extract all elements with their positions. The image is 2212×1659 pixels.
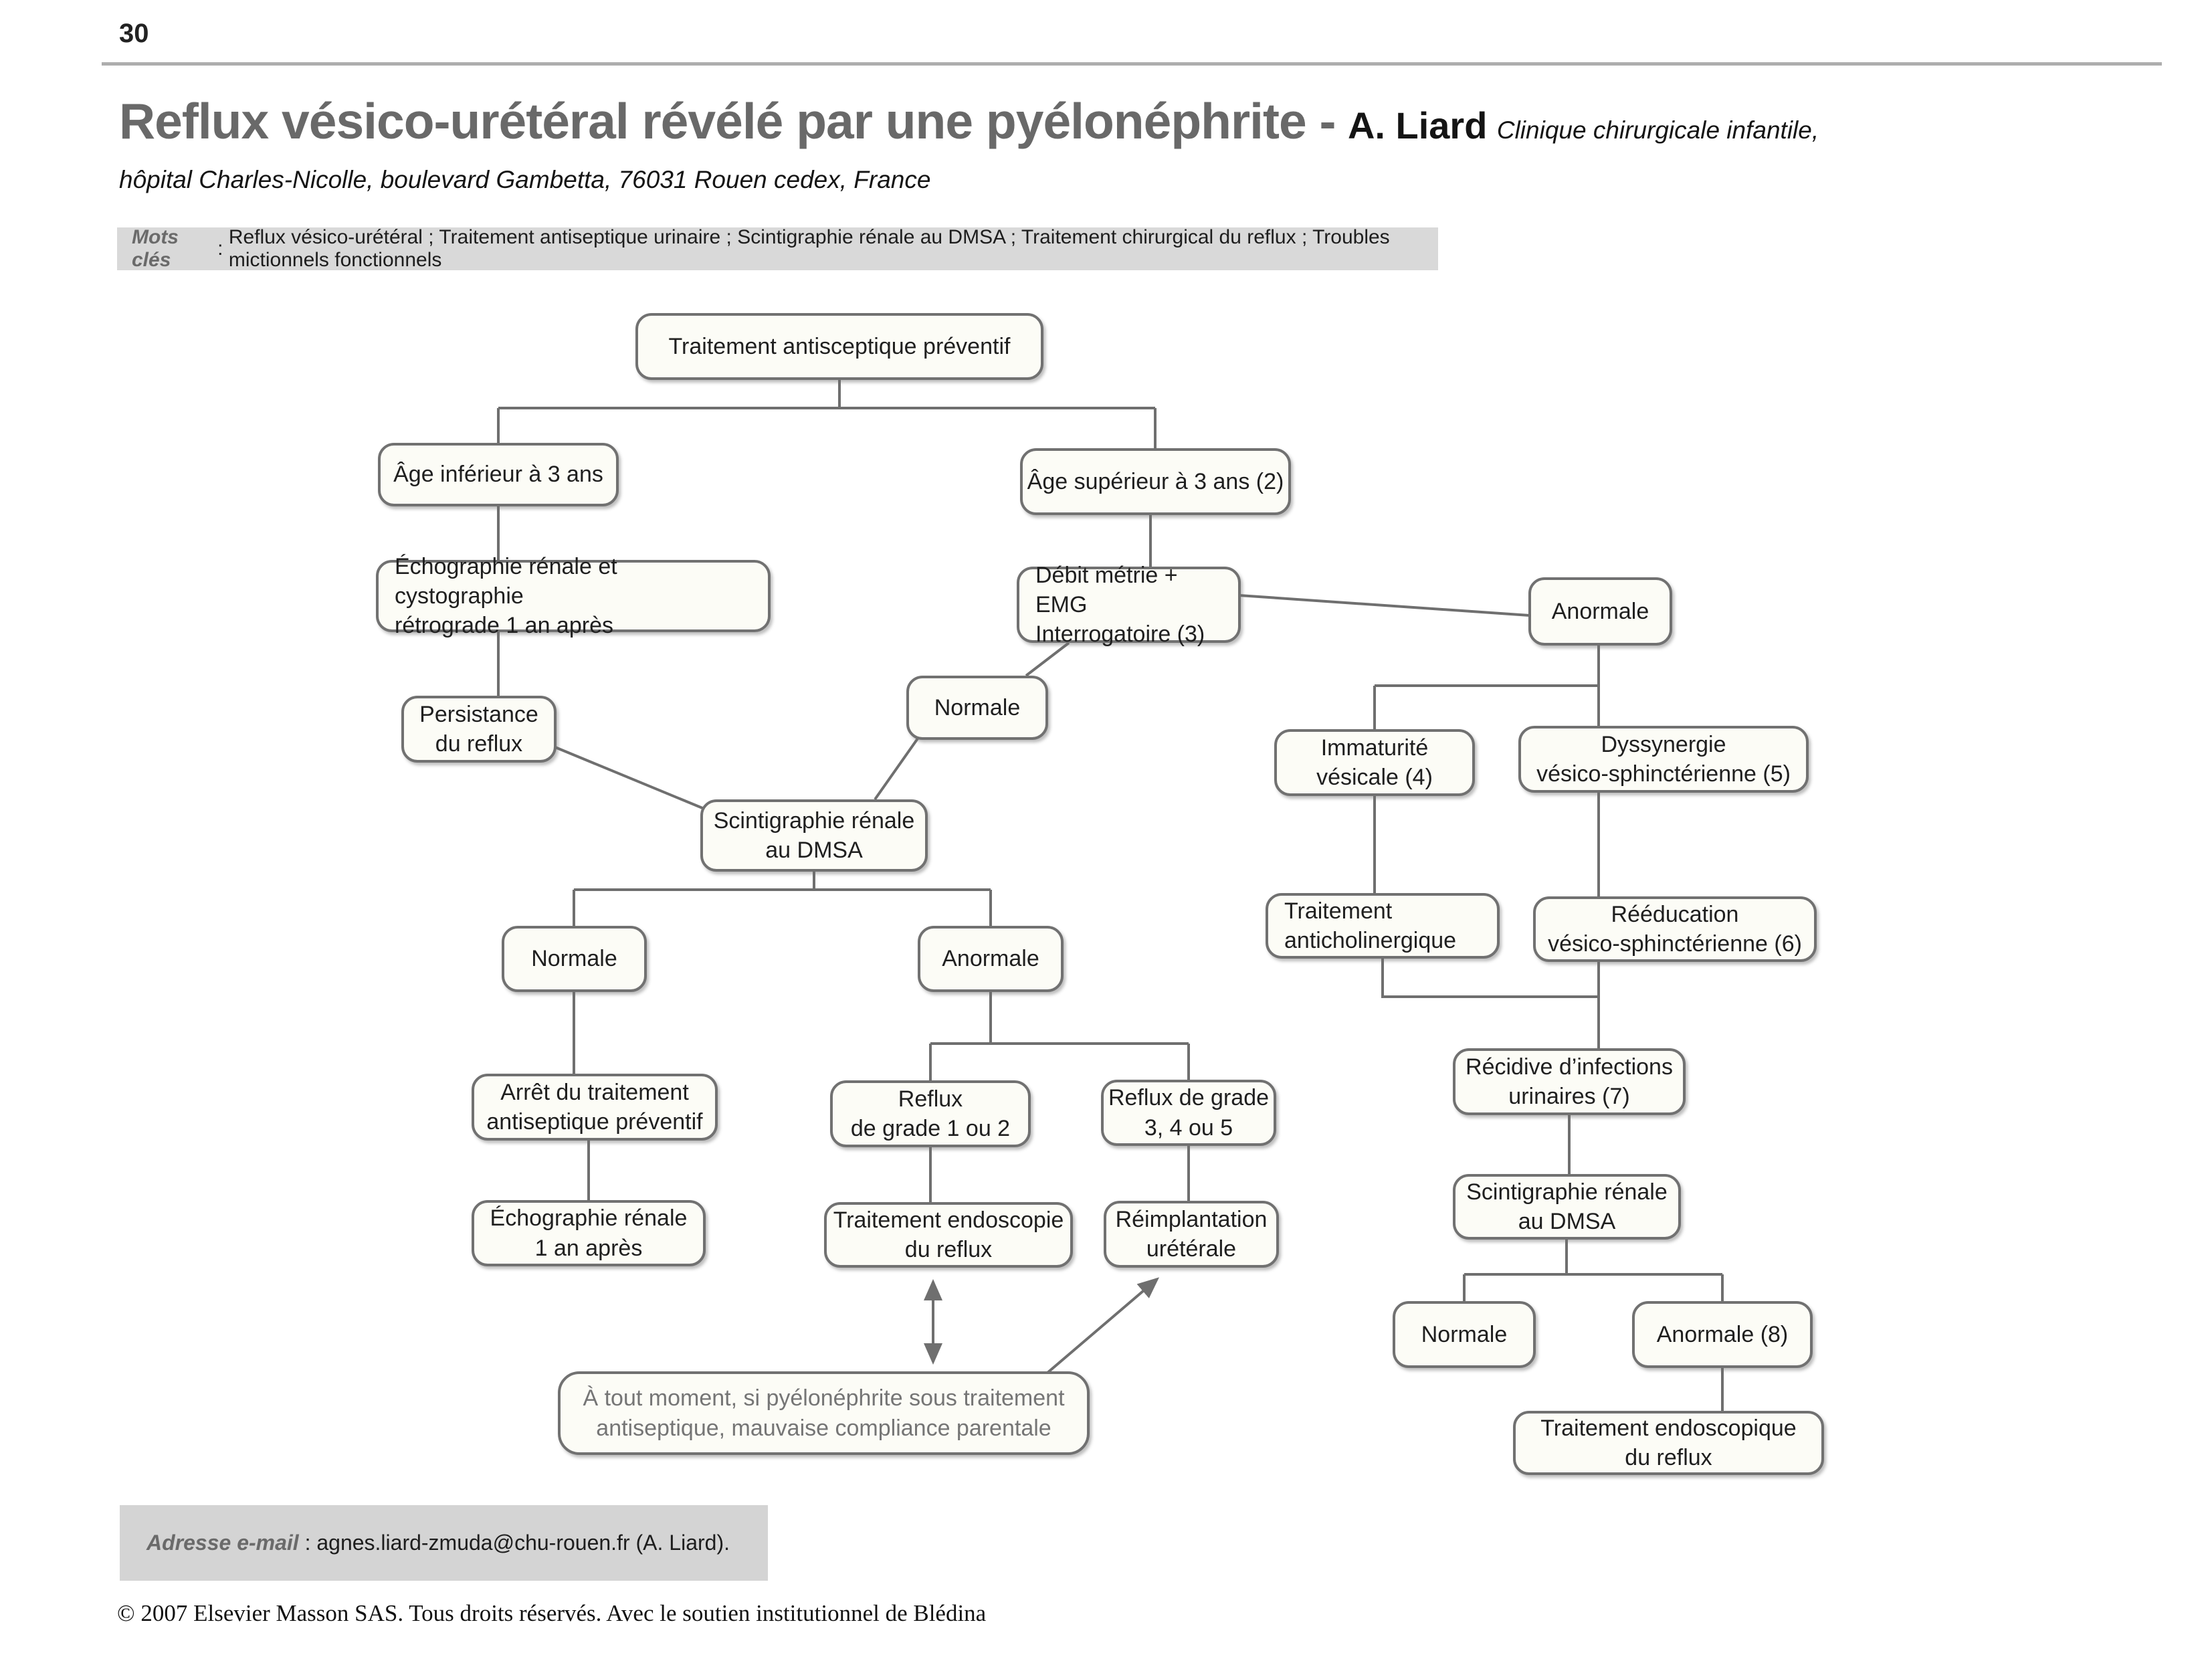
copyright-line: © 2007 Elsevier Masson SAS. Tous droits … <box>117 1600 987 1626</box>
node-reimplantation-ureterale: Réimplantation urétérale <box>1104 1201 1279 1268</box>
node-immaturite-vesicale: Immaturité vésicale (4) <box>1274 729 1475 796</box>
keywords-text: Reflux vésico-urétéral ; Traitement anti… <box>228 226 1390 271</box>
node-note-tout-moment: À tout moment, si pyélonéphrite sous tra… <box>558 1371 1090 1455</box>
node-reflux-grade-1-2: Reflux de grade 1 ou 2 <box>830 1080 1031 1147</box>
connector-lines <box>497 380 1724 1411</box>
header-rule <box>102 62 2162 66</box>
title-text: Reflux vésico-urétéral révélé par une py… <box>119 93 1336 149</box>
node-dyssynergie: Dyssynergie vésico-sphinctérienne (5) <box>1518 726 1809 793</box>
node-traitement-endoscopie: Traitement endoscopie du reflux <box>824 1202 1073 1268</box>
node-normale-2: Normale <box>1393 1301 1536 1368</box>
page-number: 30 <box>119 19 149 48</box>
node-echographie-cystographie: Échographie rénale et cystographie rétro… <box>376 554 771 638</box>
node-arret-traitement: Arrêt du traitement antiseptique prévent… <box>472 1074 718 1141</box>
node-scintigraphie-dmsa-1: Scintigraphie rénale au DMSA <box>700 799 928 872</box>
keywords-bar: Mots clés : Reflux vésico-urétéral ; Tra… <box>117 226 1438 271</box>
node-reflux-grade-3-4-5: Reflux de grade 3, 4 ou 5 <box>1101 1080 1276 1146</box>
node-traitement-antisceptique-preventif: Traitement antisceptique préventif <box>635 313 1043 380</box>
node-anormale-8: Anormale (8) <box>1632 1301 1813 1368</box>
author-name: A. Liard <box>1347 104 1488 147</box>
node-traitement-anticholinergique: Traitement anticholinergique <box>1266 893 1500 959</box>
email-value: agnes.liard-zmuda@chu-rouen.fr (A. Liard… <box>316 1531 730 1555</box>
email-label: Adresse e-mail <box>146 1531 299 1555</box>
node-anormale-emg: Anormale <box>1528 577 1672 646</box>
node-age-superieur-3-ans: Âge supérieur à 3 ans (2) <box>1020 448 1291 515</box>
email-separator: : <box>298 1531 317 1555</box>
node-reeducation: Rééducation vésico-sphinctérienne (6) <box>1533 896 1817 962</box>
email-bar: Adresse e-mail : agnes.liard-zmuda@chu-r… <box>120 1505 768 1581</box>
diagonal-arrow <box>1037 1277 1160 1382</box>
keywords-separator: : <box>211 237 229 260</box>
node-anormale-dmsa: Anormale <box>918 926 1064 992</box>
node-debitmetrie-emg: Débit métrie + EMG Interrogatoire (3) <box>1017 563 1241 647</box>
article-title: Reflux vésico-urétéral révélé par une py… <box>119 92 1819 150</box>
node-normale-dmsa: Normale <box>502 926 647 992</box>
node-traitement-endoscopique: Traitement endoscopique du reflux <box>1513 1411 1824 1475</box>
affiliation-text: Clinique chirurgicale infantile, <box>1496 116 1819 144</box>
node-recidive-infections: Récidive d’infections urinaires (7) <box>1453 1048 1686 1115</box>
node-echographie-renale: Échographie rénale 1 an après <box>472 1200 706 1266</box>
keywords-label: Mots clés <box>132 226 179 271</box>
node-scintigraphie-dmsa-2: Scintigraphie rénale au DMSA <box>1453 1174 1681 1240</box>
node-normale-emg: Normale <box>906 676 1048 740</box>
node-persistance-du-reflux: Persistance du reflux <box>401 696 557 763</box>
affiliation-line2: hôpital Charles-Nicolle, boulevard Gambe… <box>119 166 931 193</box>
node-age-inferieur-3-ans: Âge inférieur à 3 ans <box>378 443 619 506</box>
